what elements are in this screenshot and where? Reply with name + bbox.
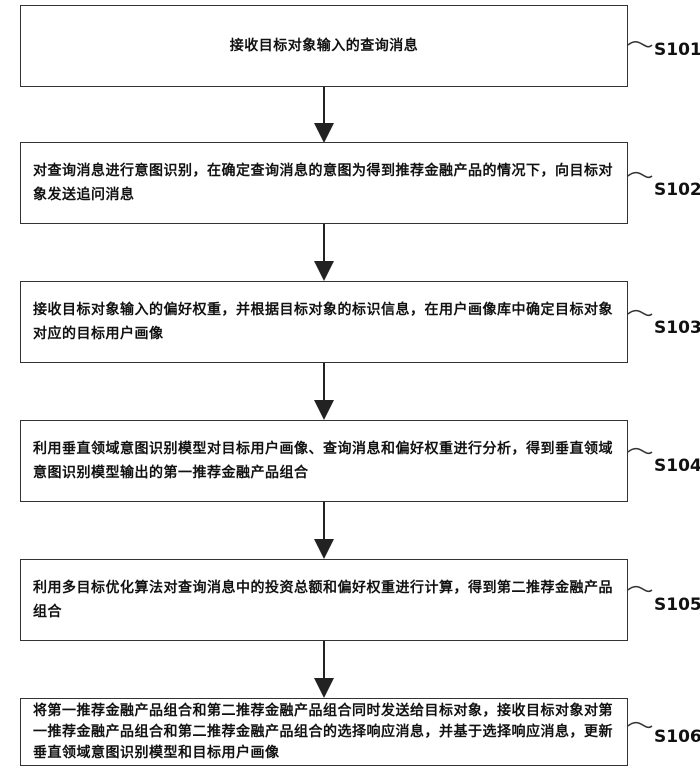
leader-s106 (627, 721, 653, 729)
step-label-s102: S102 (654, 180, 700, 200)
step-box-s105: 利用多目标优化算法对查询消息中的投资总额和偏好权重进行计算，得到第二推荐金融产品… (20, 559, 628, 641)
step-box-s103: 接收目标对象输入的偏好权重，并根据目标对象的标识信息，在用户画像库中确定目标对象… (20, 281, 628, 363)
step-label-s101: S101 (654, 40, 700, 60)
step-text-s101: 接收目标对象输入的查询消息 (229, 38, 419, 54)
leader-s102 (627, 171, 653, 179)
step-label-s104: S104 (654, 456, 700, 476)
step-label-s106: S106 (654, 727, 700, 747)
step-label-s105: S105 (654, 595, 700, 615)
step-text-s106: 将第一推荐金融产品组合和第二推荐金融产品组合同时发送给目标对象，接收目标对象对第… (33, 702, 613, 761)
step-text-s103: 接收目标对象输入的偏好权重，并根据目标对象的标识信息，在用户画像库中确定目标对象… (33, 302, 613, 342)
leader-s105 (627, 585, 653, 593)
step-box-s101: 接收目标对象输入的查询消息 (20, 5, 628, 87)
leader-s104 (627, 447, 653, 455)
leader-s101 (627, 41, 653, 48)
step-label-s103: S103 (654, 318, 700, 338)
step-box-s102: 对查询消息进行意图识别，在确定查询消息的意图为得到推荐金融产品的情况下，向目标对… (20, 142, 628, 224)
step-text-s102: 对查询消息进行意图识别，在确定查询消息的意图为得到推荐金融产品的情况下，向目标对… (33, 163, 613, 203)
step-box-s106: 将第一推荐金融产品组合和第二推荐金融产品组合同时发送给目标对象，接收目标对象对第… (20, 698, 628, 766)
step-text-s105: 利用多目标优化算法对查询消息中的投资总额和偏好权重进行计算，得到第二推荐金融产品… (33, 580, 613, 620)
step-text-s104: 利用垂直领域意图识别模型对目标用户画像、查询消息和偏好权重进行分析，得到垂直领域… (33, 441, 613, 481)
leader-s103 (627, 309, 653, 317)
step-box-s104: 利用垂直领域意图识别模型对目标用户画像、查询消息和偏好权重进行分析，得到垂直领域… (20, 420, 628, 502)
